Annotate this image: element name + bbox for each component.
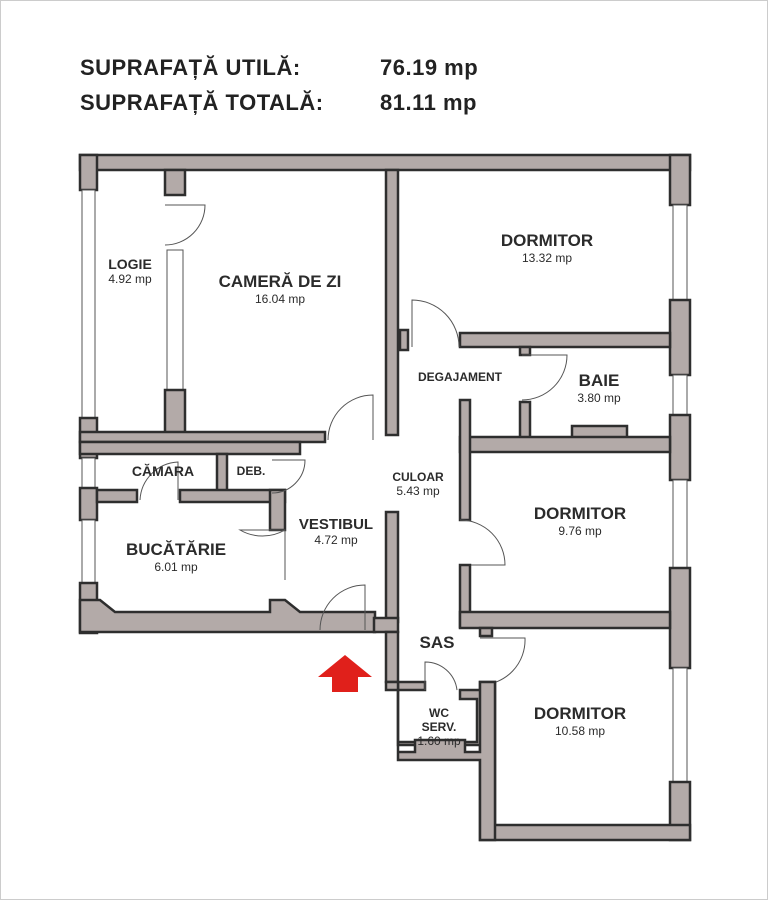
room-area: 4.92 mp	[108, 272, 152, 286]
door	[327, 394, 374, 441]
useful-area-value: 76.19 mp	[380, 55, 479, 80]
wall	[668, 566, 692, 670]
wall	[163, 168, 187, 197]
window	[81, 519, 96, 586]
room-name: SAS	[419, 633, 455, 652]
door	[319, 584, 366, 631]
wall	[268, 488, 287, 532]
room-sas: SAS	[420, 633, 455, 653]
total-area-value: 81.11 mp	[380, 90, 477, 115]
wall	[458, 398, 472, 522]
room-culoar: CULOAR 5.43 mp	[392, 470, 443, 498]
room-debara: DEB.	[237, 464, 266, 478]
door	[238, 529, 286, 580]
wall	[372, 616, 400, 634]
room-dormitor-3: DORMITOR 10.58 mp	[534, 704, 626, 738]
useful-area-label: SUPRAFAȚĂ UTILĂ:	[80, 55, 301, 80]
wall	[668, 153, 692, 207]
door	[164, 204, 206, 246]
room-wc-serv: WC SERV. 1.60 mp	[414, 706, 464, 748]
room-area: 4.72 mp	[314, 533, 358, 547]
wall	[384, 510, 400, 624]
room-name: CULOAR	[392, 470, 444, 484]
wall	[95, 488, 139, 504]
entrance-arrow-icon	[318, 655, 372, 692]
wall	[78, 486, 99, 522]
wall	[78, 153, 692, 172]
room-area: 16.04 mp	[254, 292, 306, 306]
window	[672, 374, 688, 416]
door	[139, 461, 179, 501]
room-degajament: DEGAJAMENT	[418, 370, 502, 384]
wall	[78, 153, 99, 192]
room-name: BAIE	[578, 371, 620, 390]
useful-area-row: SUPRAFAȚĂ UTILĂ: 76.19 mp	[80, 55, 478, 81]
wall	[215, 452, 229, 496]
room-name: CĂMARA	[131, 463, 195, 479]
total-area-row: SUPRAFAȚĂ TOTALĂ: 81.11 mp	[80, 90, 476, 116]
room-area: 9.76 mp	[558, 524, 602, 538]
wall	[163, 388, 187, 437]
room-baie: BAIE 3.80 mp	[577, 371, 620, 405]
wall	[384, 680, 497, 842]
wall	[384, 168, 400, 437]
room-name: DORMITOR	[533, 504, 627, 523]
room-name: DORMITOR	[500, 231, 594, 250]
room-area: 6.01 mp	[154, 560, 198, 574]
window	[166, 249, 184, 391]
room-name: WC SERV.	[421, 706, 457, 734]
window	[81, 189, 96, 421]
room-dormitor-2: DORMITOR 9.76 mp	[534, 504, 626, 538]
window	[672, 479, 688, 571]
door	[459, 519, 506, 566]
door	[424, 661, 458, 691]
window	[81, 457, 96, 489]
wall	[458, 331, 672, 349]
room-area: 5.43 mp	[396, 484, 440, 498]
wall	[458, 610, 672, 630]
room-area: 13.32 mp	[521, 251, 573, 265]
door	[271, 459, 306, 494]
wall	[668, 298, 692, 377]
total-area-label: SUPRAFAȚĂ TOTALĂ:	[80, 90, 324, 115]
wall	[78, 598, 377, 634]
room-name: LOGIE	[108, 256, 152, 272]
wall	[478, 626, 494, 638]
window	[672, 204, 688, 301]
room-name: DEGAJAMENT	[417, 370, 503, 384]
door	[521, 354, 568, 401]
wall	[78, 430, 327, 444]
room-name: BUCĂTĂRIE	[125, 540, 227, 559]
wall	[518, 400, 532, 441]
room-area: 10.58 mp	[554, 724, 606, 738]
door	[411, 299, 460, 348]
wall	[398, 328, 410, 352]
wall	[78, 440, 302, 456]
wall	[518, 345, 532, 357]
room-logie: LOGIE 4.92 mp	[108, 256, 152, 286]
wall	[458, 424, 672, 454]
room-dormitor-1: DORMITOR 13.32 mp	[501, 231, 593, 265]
room-name: VESTIBUL	[298, 516, 374, 533]
window	[672, 667, 688, 784]
room-area: 1.60 mp	[417, 734, 461, 748]
room-name: DEB.	[236, 464, 266, 478]
room-camera-de-zi: CAMERĂ DE ZI 16.04 mp	[219, 272, 342, 306]
room-name: DORMITOR	[533, 704, 627, 723]
room-camara: CĂMARA	[132, 463, 194, 479]
wall	[668, 413, 692, 482]
room-vestibul: VESTIBUL 4.72 mp	[299, 516, 373, 547]
room-area: 3.80 mp	[577, 391, 621, 405]
door	[479, 637, 526, 686]
room-name: CAMERĂ DE ZI	[218, 272, 342, 291]
room-bucatarie: BUCĂTĂRIE 6.01 mp	[126, 540, 226, 574]
